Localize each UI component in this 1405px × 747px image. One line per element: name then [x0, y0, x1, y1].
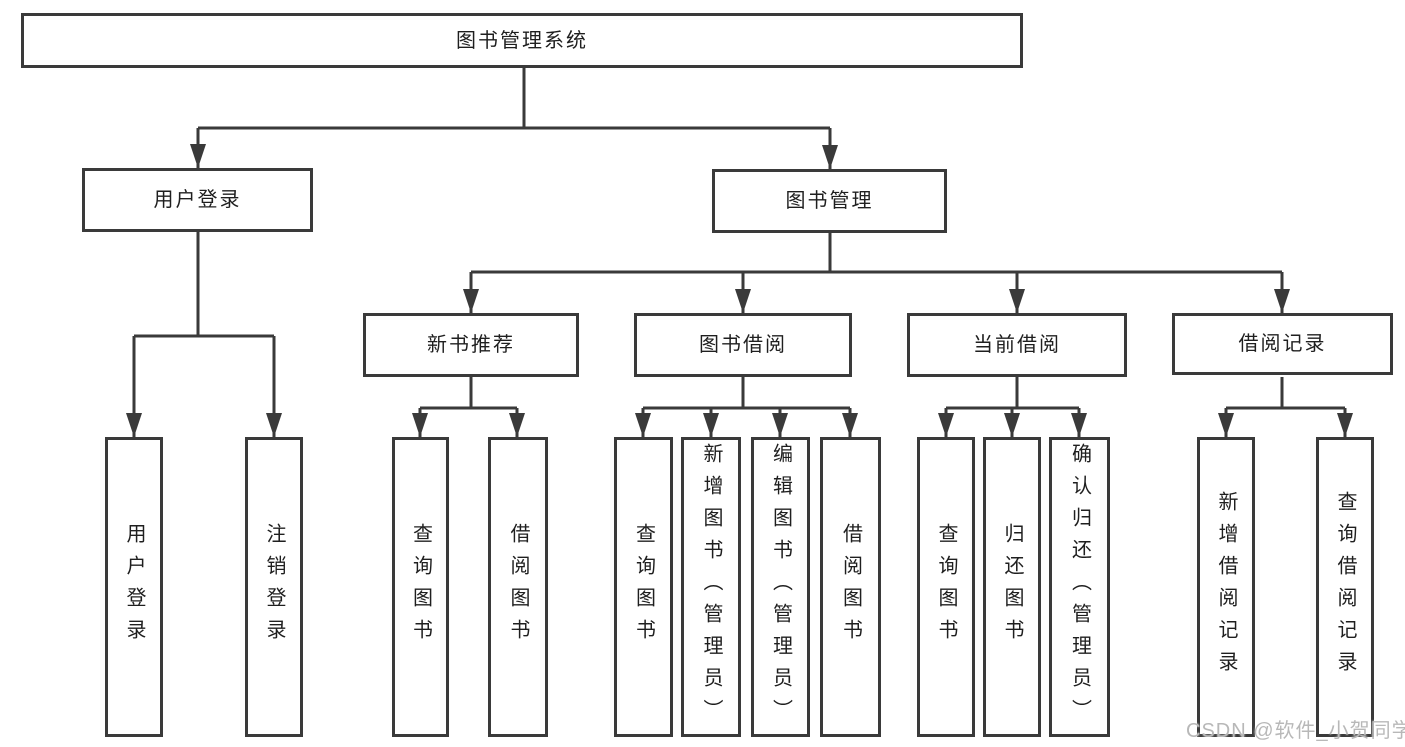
- arrowhead: [772, 413, 788, 437]
- node-book-borrow-label: 图书借阅: [699, 334, 787, 356]
- arrowhead: [1218, 413, 1234, 437]
- leaf-add-borrow-record: 新增借阅记录: [1197, 437, 1255, 737]
- leaf-logout: 注销登录: [245, 437, 303, 737]
- leaf-return-book: 归还图书: [983, 437, 1041, 737]
- arrowhead: [703, 413, 719, 437]
- arrowhead: [635, 413, 651, 437]
- leaf-query-book-under-recommend: 查询图书: [392, 437, 449, 737]
- node-borrow-records: 借阅记录: [1172, 313, 1393, 375]
- node-new-book-recommend-label: 新书推荐: [427, 334, 515, 356]
- arrowhead: [1274, 289, 1290, 313]
- arrowhead: [938, 413, 954, 437]
- arrowhead: [509, 413, 525, 437]
- leaf-edit-book-admin: 编辑图书（管理员）: [751, 437, 810, 737]
- leaf-confirm-return-admin: 确认归还（管理员）: [1049, 437, 1110, 737]
- leaf-borrow-book-label: 借阅图书: [839, 523, 862, 651]
- node-borrow-records-label: 借阅记录: [1238, 333, 1327, 355]
- node-new-book-recommend: 新书推荐: [363, 313, 579, 377]
- leaf-borrow-book-label: 借阅图书: [507, 523, 529, 651]
- edge-newbookrec-to-leaves: [418, 377, 519, 437]
- leaf-query-borrow-record: 查询借阅记录: [1316, 437, 1374, 737]
- node-root-label: 图书管理系统: [456, 29, 588, 52]
- leaf-user-login-label: 用户登录: [123, 523, 145, 651]
- arrowhead: [735, 289, 751, 313]
- leaf-user-login: 用户登录: [105, 437, 163, 737]
- arrowhead: [822, 145, 838, 169]
- node-book-borrow: 图书借阅: [634, 313, 852, 377]
- leaf-query-borrow-record-label: 查询借阅记录: [1334, 491, 1356, 683]
- arrowhead: [190, 144, 206, 168]
- edge-root-to-level2: [196, 68, 832, 169]
- leaf-query-book-label: 查询图书: [935, 523, 957, 651]
- node-root: 图书管理系统: [21, 13, 1023, 68]
- leaf-add-book-label: 新增图书（管理员）: [700, 443, 722, 731]
- leaf-borrow-book-under-recommend: 借阅图书: [488, 437, 548, 737]
- node-user-login-label: 用户登录: [153, 189, 242, 211]
- arrowhead: [1004, 413, 1020, 437]
- edge-borrowrecords-to-leaves: [1224, 377, 1347, 437]
- leaf-add-borrow-record-label: 新增借阅记录: [1215, 491, 1237, 683]
- arrowhead: [1009, 289, 1025, 313]
- node-book-mgmt-label: 图书管理: [785, 190, 874, 212]
- arrowhead: [842, 413, 858, 437]
- arrowhead: [1337, 413, 1353, 437]
- leaf-query-book-under-borrow: 查询图书: [614, 437, 673, 737]
- edge-userlogin-to-leaves: [132, 232, 276, 437]
- arrowhead: [463, 289, 479, 313]
- leaf-borrow-book-under-borrow: 借阅图书: [820, 437, 881, 737]
- csdn-watermark: CSDN @软件_小贺同学: [1186, 720, 1405, 742]
- node-book-mgmt: 图书管理: [712, 169, 947, 233]
- leaf-logout-label: 注销登录: [263, 523, 285, 651]
- arrowhead: [1071, 413, 1087, 437]
- arrowhead: [126, 413, 142, 437]
- leaf-add-book-admin: 新增图书（管理员）: [681, 437, 741, 737]
- node-current-borrow: 当前借阅: [907, 313, 1127, 377]
- arrowhead: [412, 413, 428, 437]
- arrowhead: [266, 413, 282, 437]
- leaf-return-book-label: 归还图书: [1001, 523, 1023, 651]
- node-user-login: 用户登录: [82, 168, 313, 232]
- node-current-borrow-label: 当前借阅: [973, 334, 1061, 356]
- leaf-query-book-under-current: 查询图书: [917, 437, 975, 737]
- edge-bookborrow-to-leaves: [641, 377, 852, 437]
- leaf-query-book-label: 查询图书: [632, 523, 655, 651]
- edge-bookmgmt-to-level3: [469, 233, 1284, 313]
- leaf-confirm-return-label: 确认归还（管理员）: [1068, 443, 1091, 731]
- leaf-edit-book-label: 编辑图书（管理员）: [769, 443, 792, 731]
- leaf-query-book-label: 查询图书: [409, 523, 432, 651]
